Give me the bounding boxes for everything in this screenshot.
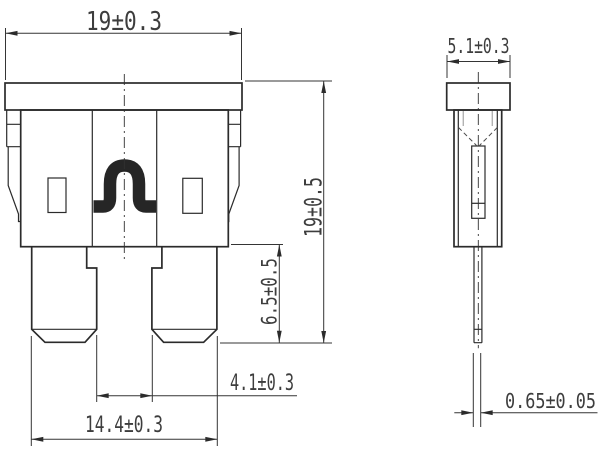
front-body-dividers — [91, 110, 158, 247]
front-left-wing — [6, 110, 21, 223]
dim-blade-thickness-label: 0.65±0.05 — [505, 389, 596, 413]
dim-blade-protrusion: 6.5±0.5 — [231, 244, 283, 343]
dim-blade-thickness: 0.65±0.05 — [454, 353, 598, 427]
side-light-lines — [462, 111, 493, 126]
front-cap — [4, 82, 243, 111]
side-view — [445, 72, 511, 349]
dim-cap-width: 19±0.3 — [5, 7, 242, 80]
dim-side-width-label: 5.1±0.3 — [448, 34, 510, 58]
dim-blade-gap: 4.1±0.3 — [96, 335, 297, 402]
dim-overall-height-label: 19±0.5 — [300, 177, 328, 237]
front-view — [4, 74, 243, 344]
dim-side-width: 5.1±0.3 — [446, 34, 511, 78]
side-funnel-hidden-lines — [458, 127, 498, 146]
dim-cap-width-label: 19±0.3 — [86, 7, 162, 37]
front-window-left — [47, 177, 67, 214]
front-window-right — [182, 177, 203, 214]
dim-overall-height: 19±0.5 — [220, 80, 332, 344]
front-right-blade — [151, 246, 218, 344]
dim-blade-span: 14.4±0.3 — [30, 336, 218, 446]
dim-blade-span-label: 14.4±0.3 — [85, 413, 163, 438]
side-blade — [473, 246, 483, 344]
dim-blade-gap-label: 4.1±0.3 — [230, 371, 294, 396]
dim-blade-protrusion-label: 6.5±0.5 — [258, 258, 282, 325]
side-inner-walls — [457, 110, 498, 247]
front-left-blade — [30, 246, 98, 344]
front-right-wing — [228, 110, 242, 223]
